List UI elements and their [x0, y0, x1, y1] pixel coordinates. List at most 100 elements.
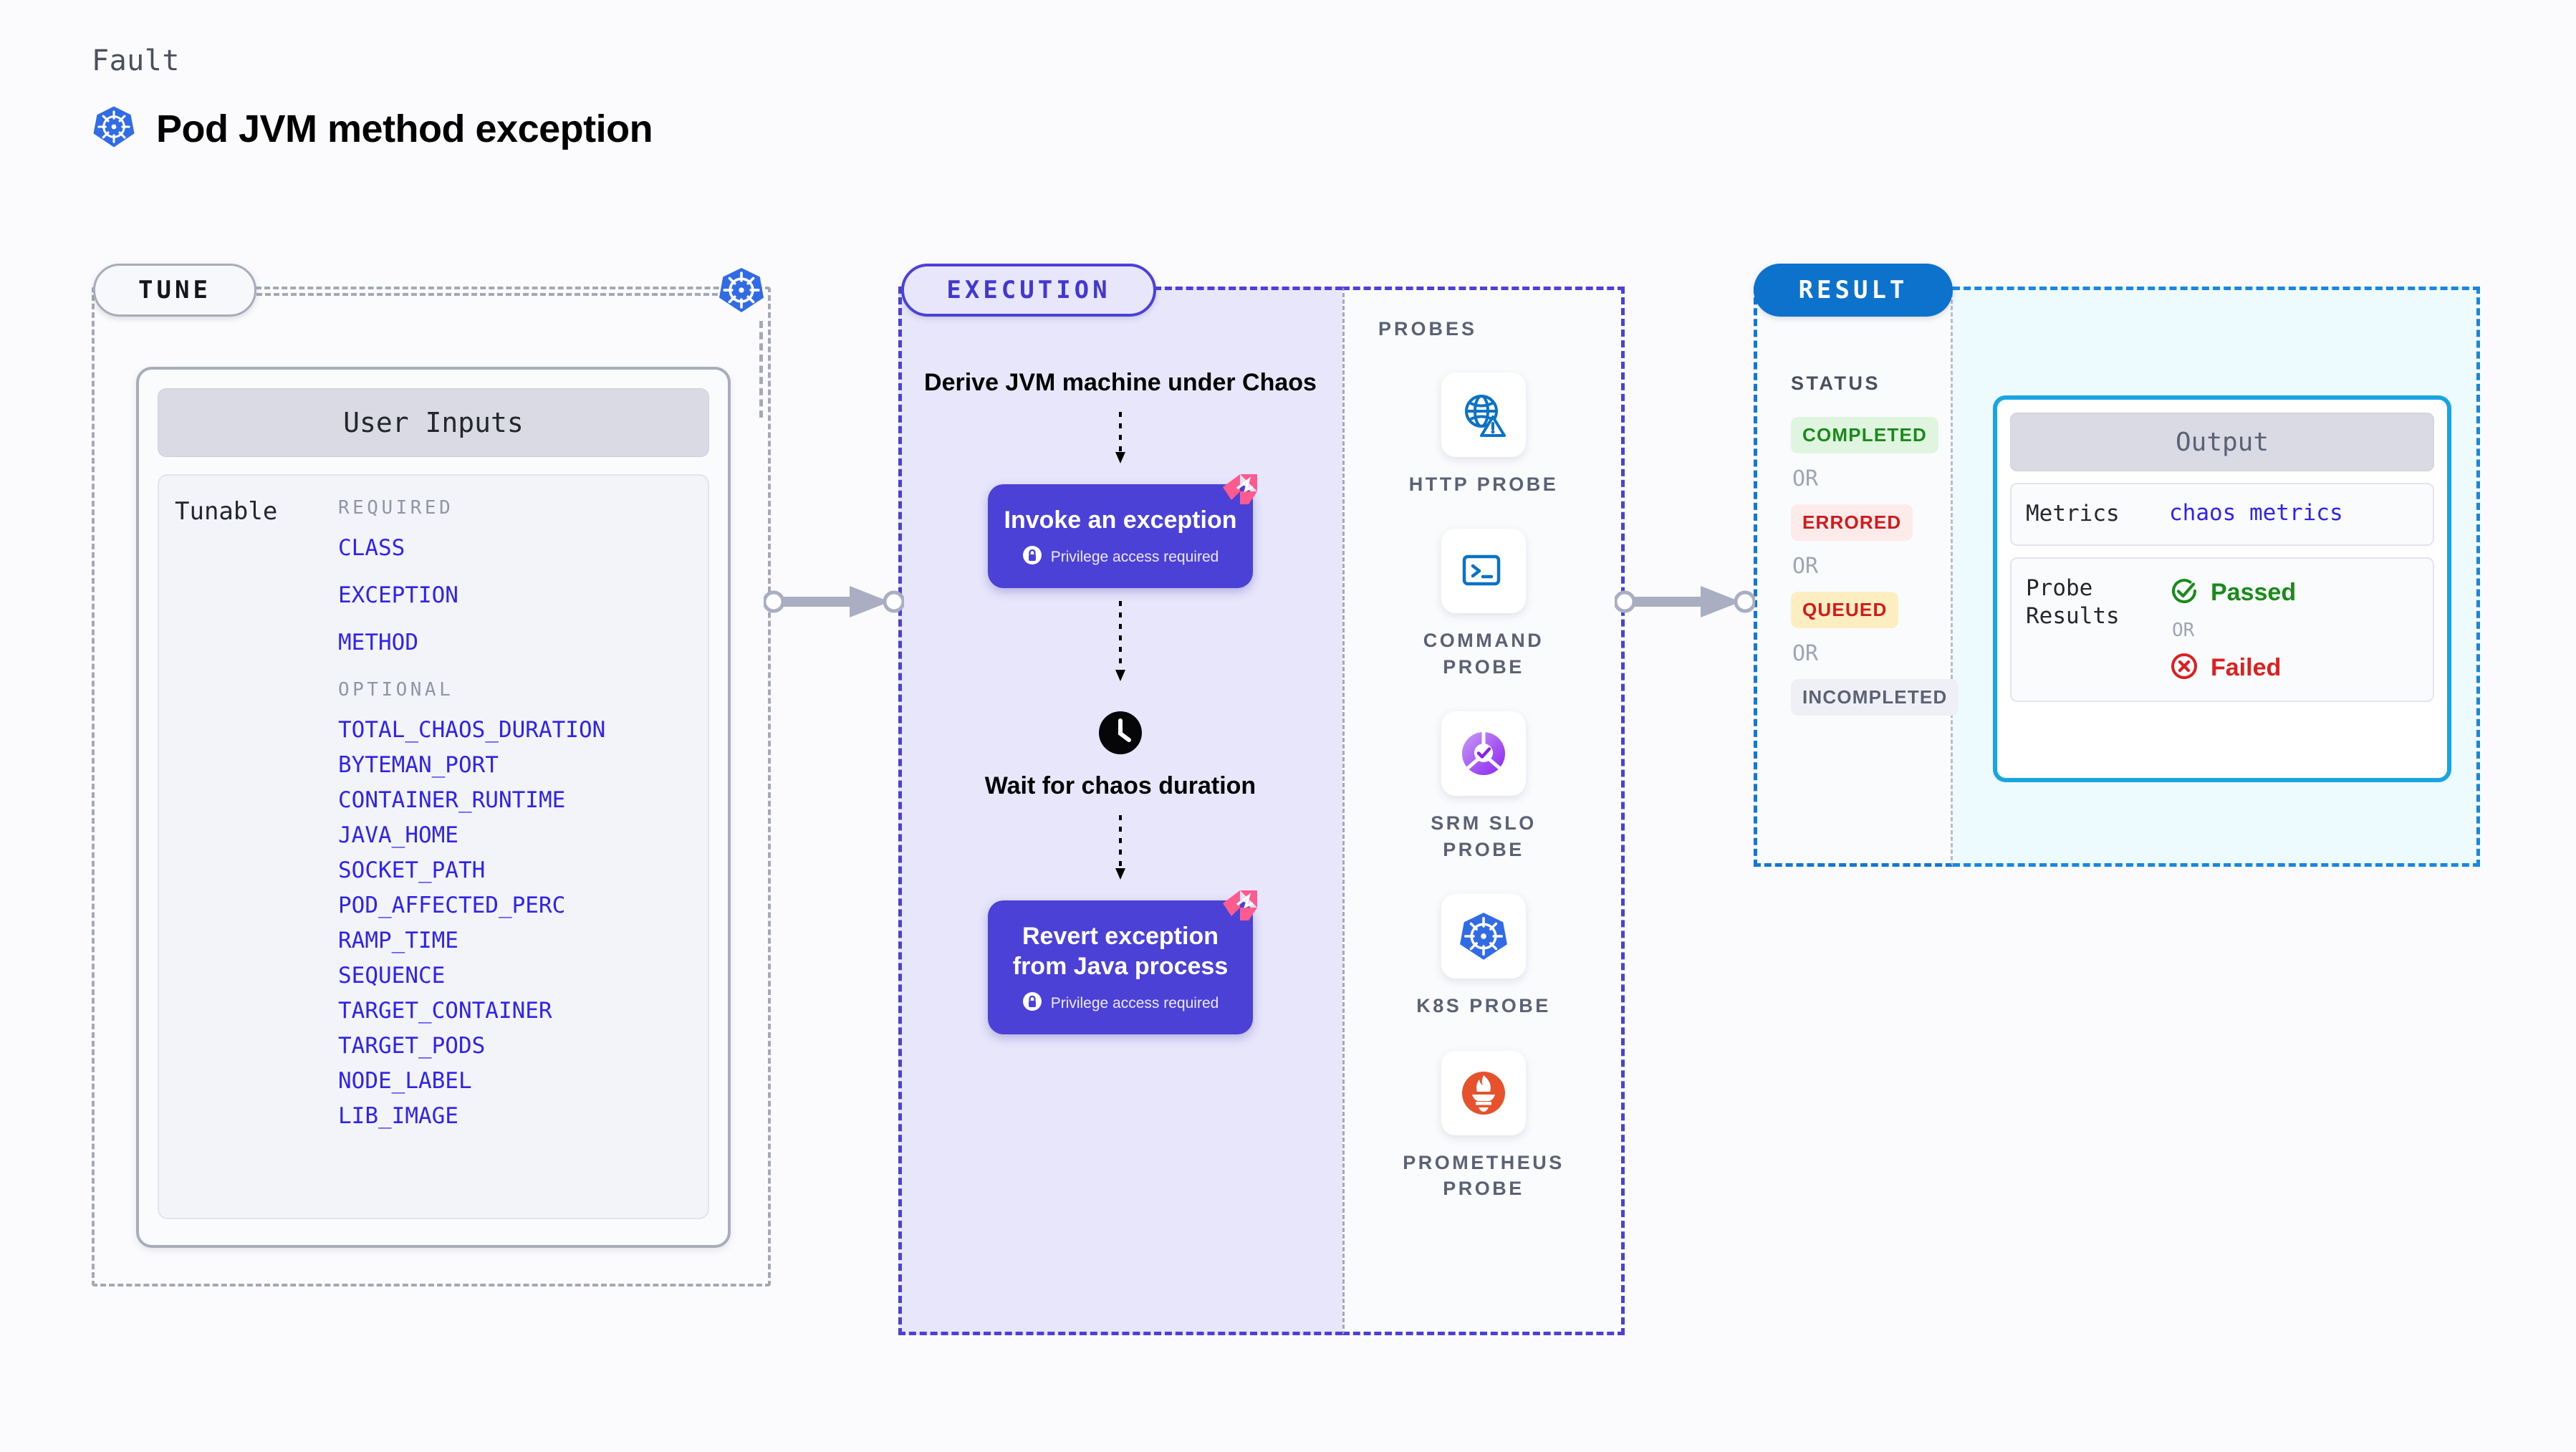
- flow-arrow-2: [1113, 601, 1128, 689]
- check-circle-icon: [2169, 576, 2199, 610]
- tune-to-execution-arrow: [762, 582, 905, 625]
- lock-icon: [1022, 991, 1042, 1016]
- page-title: Pod JVM method exception: [156, 107, 653, 150]
- probe-result-failed: Failed: [2169, 651, 2296, 685]
- srm-slo-icon: [1441, 711, 1526, 797]
- kubernetes-icon: [1441, 894, 1526, 979]
- kubernetes-icon: [92, 105, 136, 153]
- user-inputs-card: User Inputs Tunable REQUIRED CLASS EXCEPT…: [136, 367, 731, 1248]
- param-required-class[interactable]: CLASS: [338, 535, 405, 561]
- derive-jvm-step-label: Derive JVM machine under Chaos: [924, 369, 1317, 396]
- probe-name: K8S PROBE: [1416, 995, 1551, 1017]
- globe-warning-icon: [1441, 372, 1526, 457]
- probe-results-row: Probe Results Passed OR: [2010, 557, 2434, 702]
- invoke-exception-card[interactable]: Invoke an exception Privilege access req…: [988, 473, 1257, 589]
- prometheus-icon: [1441, 1050, 1526, 1135]
- invoke-exception-title: Invoke an exception: [1004, 506, 1237, 534]
- status-badge-completed: COMPLETED: [1791, 417, 1939, 453]
- param-optional-sequence[interactable]: SEQUENCE: [338, 963, 446, 989]
- x-circle-icon: [2169, 651, 2199, 685]
- param-optional-socket_path[interactable]: SOCKET_PATH: [338, 857, 486, 883]
- param-optional-byteman_port[interactable]: BYTEMAN_PORT: [338, 752, 499, 778]
- probes-title: PROBES: [1378, 318, 1478, 340]
- wait-for-chaos-step: Wait for chaos duration: [985, 711, 1256, 802]
- invoke-exception-badge: Privilege access required: [1004, 545, 1237, 569]
- probe-result-or-label: OR: [2172, 619, 2195, 641]
- tunable-label: Tunable: [175, 497, 278, 526]
- tune-section-pill[interactable]: TUNE: [93, 264, 256, 317]
- metrics-value-link[interactable]: chaos metrics: [2169, 500, 2343, 526]
- tunable-panel: Tunable REQUIRED CLASS EXCEPTION METHOD OP…: [158, 474, 709, 1219]
- param-required-exception[interactable]: EXCEPTION: [338, 582, 458, 608]
- revert-exception-badge: Privilege access required: [1004, 991, 1237, 1016]
- probe-item-globe-warning[interactable]: HTTP PROBE: [1376, 372, 1591, 497]
- flow-arrow-1: [1113, 411, 1128, 471]
- param-optional-target_pods[interactable]: TARGET_PODS: [338, 1033, 486, 1059]
- status-badge-errored: ERRORED: [1791, 504, 1913, 541]
- status-title: STATUS: [1791, 372, 1880, 394]
- probe-result-passed-text: Passed: [2211, 578, 2297, 606]
- status-or-label: OR: [1792, 554, 1819, 579]
- page-header: Fault Pod JVM method exceptio: [92, 44, 653, 153]
- parameter-list: REQUIRED CLASS EXCEPTION METHOD OPTIONAL T…: [338, 497, 708, 1218]
- result-section-pill[interactable]: RESULT: [1754, 264, 1953, 317]
- tune-connector-stem: [759, 321, 763, 418]
- kubernetes-icon: [718, 266, 765, 317]
- required-group-title: REQUIRED: [338, 497, 454, 519]
- param-optional-container_runtime[interactable]: CONTAINER_RUNTIME: [338, 787, 566, 813]
- revert-exception-title: Revert exception from Java process: [1012, 923, 1229, 980]
- probes-list: HTTP PROBE COMMAND PROBE SRM SLO PROBE: [1342, 372, 1625, 1202]
- param-optional-lib_image[interactable]: LIB_IMAGE: [338, 1103, 458, 1129]
- tune-section-frame: [92, 287, 771, 1287]
- status-or-label: OR: [1792, 641, 1819, 666]
- revert-exception-badge-text: Privilege access required: [1050, 995, 1219, 1012]
- metrics-row: Metrics chaos metrics: [2010, 483, 2434, 546]
- probe-name: PROMETHEUS PROBE: [1403, 1151, 1565, 1200]
- probe-results-label: Probe Results: [2026, 574, 2120, 630]
- probe-name: SRM SLO PROBE: [1431, 812, 1537, 860]
- optional-param-list: TOTAL_CHAOS_DURATION BYTEMAN_PORT CONTAINE…: [338, 719, 708, 1128]
- param-optional-ramp_time[interactable]: RAMP_TIME: [338, 928, 458, 953]
- fault-eyebrow-label: Fault: [92, 44, 653, 77]
- wait-for-chaos-label: Wait for chaos duration: [984, 772, 1256, 800]
- probe-item-prometheus[interactable]: PROMETHEUS PROBE: [1376, 1050, 1591, 1202]
- optional-group-title: OPTIONAL: [338, 679, 454, 701]
- probe-name: HTTP PROBE: [1408, 473, 1559, 495]
- litmus-ribbon-icon: [1221, 889, 1259, 927]
- execution-section-pill[interactable]: EXECUTION: [901, 264, 1156, 317]
- user-inputs-title: User Inputs: [158, 388, 709, 457]
- probe-item-terminal[interactable]: COMMAND PROBE: [1376, 529, 1591, 680]
- metrics-label: Metrics: [2026, 501, 2120, 527]
- probe-item-srm-slo[interactable]: SRM SLO PROBE: [1376, 711, 1591, 862]
- clock-icon: [1098, 711, 1143, 759]
- flow-arrow-3: [1113, 815, 1128, 888]
- required-param-list: CLASS EXCEPTION METHOD: [338, 537, 708, 654]
- execution-flow: Derive JVM machine under Chaos Invoke an…: [898, 337, 1342, 1035]
- param-required-method[interactable]: METHOD: [338, 630, 418, 655]
- page-title-row: Pod JVM method exception: [92, 105, 653, 153]
- terminal-icon: [1441, 529, 1526, 614]
- probes-to-result-arrow: [1613, 582, 1756, 625]
- probe-name: COMMAND PROBE: [1423, 630, 1544, 678]
- result-status-frame: [1754, 287, 1953, 867]
- litmus-ribbon-icon: [1221, 473, 1259, 511]
- probes-section-frame: [1342, 287, 1625, 1335]
- output-title: Output: [2010, 413, 2434, 471]
- param-optional-total_chaos_duration[interactable]: TOTAL_CHAOS_DURATION: [338, 717, 606, 743]
- lock-icon: [1022, 545, 1042, 569]
- probe-result-passed: Passed: [2169, 576, 2296, 610]
- probe-item-kubernetes[interactable]: K8S PROBE: [1376, 894, 1591, 1019]
- probe-result-failed-text: Failed: [2211, 653, 2282, 681]
- status-badge-queued: QUEUED: [1791, 592, 1899, 628]
- revert-exception-card[interactable]: Revert exception from Java process Privi…: [988, 890, 1257, 1035]
- param-optional-pod_affected_perc[interactable]: POD_AFFECTED_PERC: [338, 893, 566, 918]
- param-optional-target_container[interactable]: TARGET_CONTAINER: [338, 998, 552, 1024]
- probe-results-values: Passed OR Failed: [2169, 574, 2296, 685]
- output-card: Output Metrics chaos metrics Probe Resul…: [1993, 395, 2451, 782]
- fault-eyebrow-text: Fault: [92, 44, 180, 77]
- invoke-exception-badge-text: Privilege access required: [1050, 549, 1219, 566]
- status-badge-incompleted: INCOMPLETED: [1791, 679, 1959, 716]
- param-optional-node_label[interactable]: NODE_LABEL: [338, 1068, 472, 1094]
- param-optional-java_home[interactable]: JAVA_HOME: [338, 822, 458, 848]
